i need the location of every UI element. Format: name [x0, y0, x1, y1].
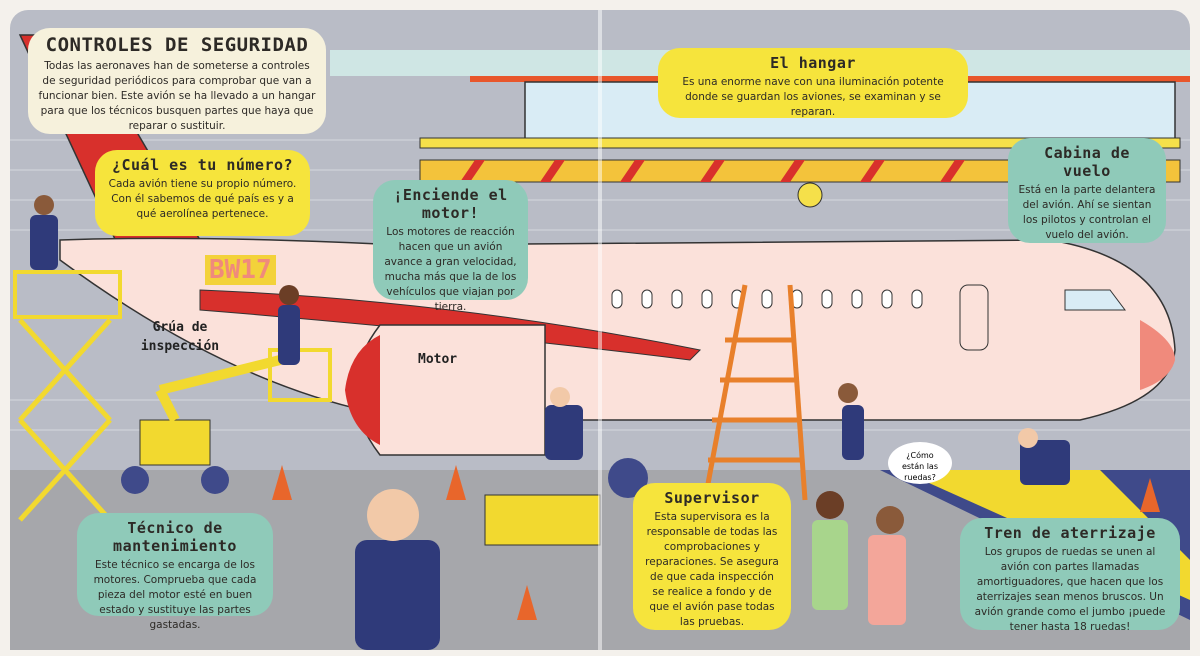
speech-bubble: ¿Cómo están las ruedas? — [888, 442, 952, 484]
page-fold — [598, 10, 602, 650]
info-box-engine: ¡Enciende el motor! Los motores de reacc… — [373, 180, 528, 313]
box-text: Cada avión tiene su propio número. Con é… — [108, 178, 297, 220]
box-title: El hangar — [770, 54, 856, 72]
crane-base — [139, 419, 211, 466]
box-text: Este técnico se encarga de los motores. … — [93, 559, 257, 631]
box-title: ¡Enciende el motor! — [393, 186, 508, 222]
info-box-safety-checks: CONTROLES DE SEGURIDAD Todas las aeronav… — [28, 28, 326, 134]
box-title: Cabina de vuelo — [1044, 144, 1130, 180]
plane-nose — [1140, 320, 1175, 390]
info-box-technician: Técnico de mantenimiento Este técnico se… — [77, 513, 273, 631]
box-title: ¿Cuál es tu número? — [111, 156, 294, 174]
gantry — [419, 137, 1181, 149]
box-text: Los motores de reacción hacen que un avi… — [384, 226, 517, 313]
box-text: Está en la parte delantera del avión. Ah… — [1018, 184, 1156, 241]
box-title: Tren de aterrizaje — [984, 524, 1156, 542]
plane-registration: BW17 — [205, 255, 276, 285]
scissor-lift-left — [18, 318, 112, 522]
box-text: Los grupos de ruedas se unen al avión co… — [974, 546, 1166, 633]
info-box-landing-gear: Tren de aterrizaje Los grupos de ruedas … — [960, 518, 1180, 633]
info-box-number: ¿Cuál es tu número? Cada avión tiene su … — [95, 150, 310, 236]
box-text: Todas las aeronaves han de someterse a c… — [38, 60, 316, 132]
box-title: CONTROLES DE SEGURIDAD — [45, 34, 309, 56]
engine — [354, 324, 546, 456]
info-box-supervisor: Supervisor Esta supervisora es la respon… — [633, 483, 791, 630]
info-box-cockpit: Cabina de vuelo Está en la parte delante… — [1008, 138, 1166, 243]
info-box-hangar: El hangar Es una enorme nave con una ilu… — [658, 48, 968, 118]
hazard-stripes — [460, 160, 965, 182]
nose-wheel — [608, 458, 648, 498]
ladder — [702, 284, 808, 501]
gantry-wheel — [797, 182, 823, 208]
people — [30, 195, 1070, 650]
box-title: Técnico de mantenimiento — [113, 519, 237, 555]
plane-fuselage — [59, 237, 1176, 421]
traffic-cones — [272, 465, 1160, 620]
scissor-lift-right — [484, 494, 601, 546]
box-text: Es una enorme nave con una iluminación p… — [682, 76, 944, 118]
box-title: Supervisor — [664, 489, 760, 507]
box-text: Esta supervisora es la responsable de to… — [645, 511, 779, 628]
label-motor: Motor — [418, 352, 458, 367]
label-inspection-crane: Grúa de inspección — [140, 320, 220, 354]
cabin-windows — [611, 284, 1126, 351]
